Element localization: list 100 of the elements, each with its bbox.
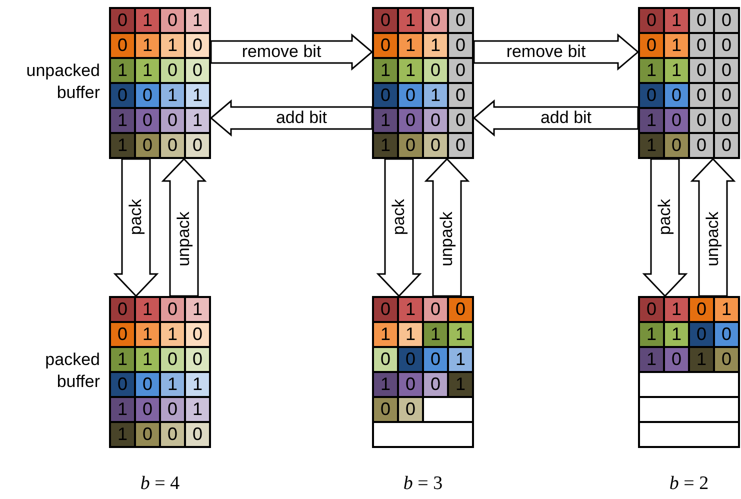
bit-cell: 1 [135,33,160,58]
bit-cell: 0 [398,347,423,372]
bit-cell: 0 [714,8,739,33]
empty-slot [373,422,473,447]
bit-cell: 1 [714,297,739,322]
block-arrow [690,158,736,297]
bit-cell: 0 [714,108,739,133]
bit-cell: 0 [689,83,714,108]
edge-label: unpack [174,211,194,266]
bit-cell: 0 [373,33,398,58]
math-label: b = 2 [668,473,710,495]
bit-cell: 1 [185,8,210,33]
bit-cell: 0 [160,108,185,133]
bit-cell: 1 [135,297,160,322]
bit-cell: 0 [664,108,689,133]
bit-cell: 1 [639,347,664,372]
bit-cell: 0 [135,133,160,158]
block-arrow [473,33,640,71]
bit-cell: 0 [689,322,714,347]
bit-cell: 0 [185,133,210,158]
bit-cell: 0 [160,133,185,158]
bit-cell: 1 [185,83,210,108]
bit-cell: 0 [160,397,185,422]
edge-label: pack [126,198,146,234]
bit-cell: 1 [664,322,689,347]
bit-cell: 1 [373,372,398,397]
bit-cell: 1 [448,322,473,347]
bit-cell: 0 [448,133,473,158]
bit-cell: 0 [373,347,398,372]
bit-cell: 0 [185,322,210,347]
edge-label: add bit [276,108,328,128]
bit-grid [373,297,473,447]
bit-cell: 1 [160,322,185,347]
empty-slot [639,397,739,422]
bit-cell: 1 [664,33,689,58]
bit-cell: 0 [398,372,423,397]
bit-cell: 0 [689,108,714,133]
edge-label: pack [389,198,409,234]
bit-cell: 1 [398,58,423,83]
bit-cell: 0 [448,108,473,133]
bit-cell: 1 [639,322,664,347]
bit-cell: 0 [423,297,448,322]
bit-cell: 1 [398,297,423,322]
bit-grid [373,8,473,158]
bit-cell: 0 [185,33,210,58]
bit-cell: 0 [423,133,448,158]
edge-label: pack [655,198,675,234]
block-arrow [424,158,470,297]
bit-cell: 0 [110,297,135,322]
block-arrow [472,99,639,137]
bit-cell: 1 [110,58,135,83]
bit-cell: 0 [185,58,210,83]
edge-label: unpack [703,211,723,266]
bit-cell: 1 [135,58,160,83]
bit-cell: 0 [714,83,739,108]
edge-label: unpack [437,211,457,266]
bit-cell: 0 [639,297,664,322]
bit-cell: 1 [664,58,689,83]
bit-cell: 1 [398,33,423,58]
bit-cell: 0 [639,83,664,108]
bit-cell: 0 [373,83,398,108]
bit-cell: 0 [664,133,689,158]
bit-cell: 0 [110,33,135,58]
bit-cell: 0 [423,58,448,83]
bit-cell: 0 [135,372,160,397]
bit-cell: 0 [110,322,135,347]
edge-label: remove bit [242,42,322,62]
bit-cell: 0 [160,58,185,83]
bit-cell: 1 [689,347,714,372]
bit-cell: 0 [689,58,714,83]
bit-cell: 1 [185,297,210,322]
bit-cell: 0 [714,58,739,83]
bit-cell: 0 [185,347,210,372]
bit-cell: 0 [110,372,135,397]
bit-cell: 1 [639,133,664,158]
bit-cell: 1 [110,397,135,422]
math-label: b = 3 [402,473,444,495]
bit-cell: 1 [639,58,664,83]
bit-cell: 1 [373,322,398,347]
bit-cell: 1 [160,83,185,108]
bit-cell: 0 [373,297,398,322]
bit-cell: 1 [423,322,448,347]
edge-label: add bit [540,108,592,128]
bit-cell: 0 [689,33,714,58]
bit-cell: 1 [373,108,398,133]
bit-cell: 1 [135,322,160,347]
bit-cell: 1 [639,108,664,133]
bit-cell: 0 [664,83,689,108]
bit-cell: 0 [423,8,448,33]
bit-cell: 0 [373,397,398,422]
block-arrow [113,158,159,298]
block-arrow [210,99,373,137]
bit-cell: 0 [448,8,473,33]
bit-cell: 1 [664,297,689,322]
bit-cell: 1 [110,347,135,372]
block-arrow [161,158,207,297]
bit-grid [110,8,210,158]
bit-cell: 0 [714,322,739,347]
bit-cell: 0 [664,347,689,372]
bit-cell: 1 [398,8,423,33]
